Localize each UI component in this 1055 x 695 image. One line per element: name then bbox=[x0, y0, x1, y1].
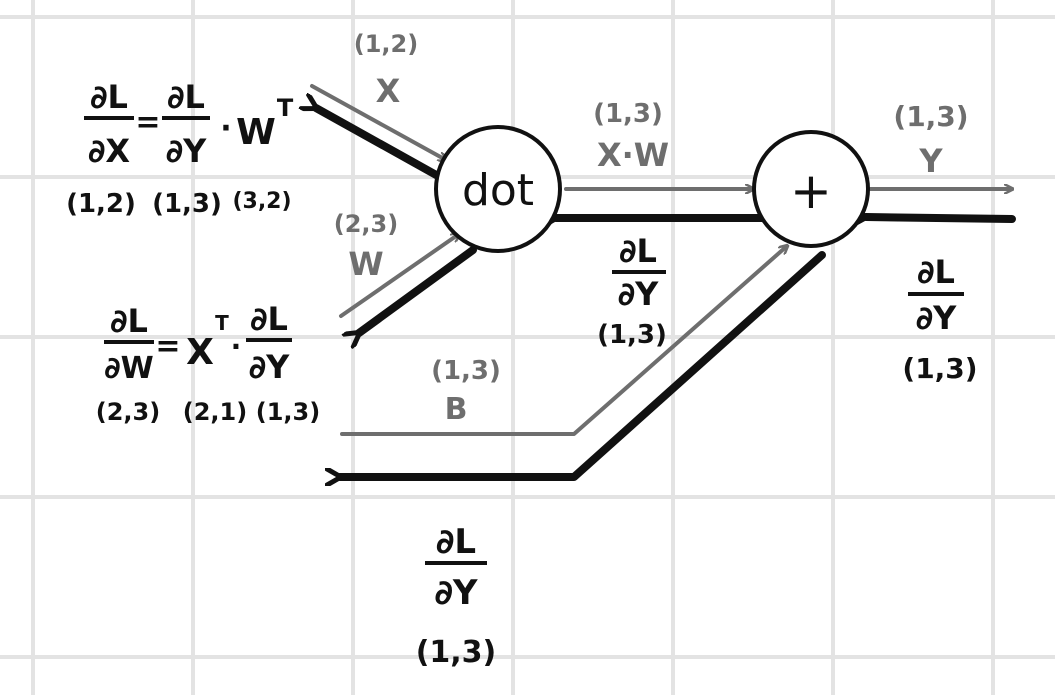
grad-dldy-mid: ∂L ∂Y (1,3) bbox=[597, 232, 667, 350]
backward-edges bbox=[316, 108, 1016, 477]
eq-dx-shape-2: (1,3) bbox=[152, 189, 222, 219]
eq-dw-shape-3: (1,3) bbox=[256, 398, 320, 426]
eq-dw-rhs-numerator: ∂L bbox=[250, 300, 288, 338]
grad-edge-into-add bbox=[866, 217, 1016, 219]
eq-dx-shape-1: (1,2) bbox=[66, 189, 136, 219]
grad-out-shape: (1,3) bbox=[902, 352, 977, 385]
eq-dx-equals: = bbox=[135, 105, 160, 140]
eq-dw-dot: · bbox=[231, 330, 242, 363]
grad-mid-numerator: ∂L bbox=[619, 232, 657, 270]
y-shape-label: (1,3) bbox=[893, 100, 968, 133]
grad-edge-to-b bbox=[340, 251, 826, 477]
dot-node-label: dot bbox=[462, 165, 534, 216]
forward-labels: (1,2) X (2,3) W (1,3) X·W (1,3) B (1,3) … bbox=[334, 30, 969, 427]
edge-x-to-dot bbox=[310, 84, 446, 160]
w-shape-label: (2,3) bbox=[334, 210, 398, 238]
grad-bias-numerator: ∂L bbox=[436, 522, 476, 562]
dot-node: dot bbox=[434, 125, 562, 253]
y-label: Y bbox=[918, 142, 943, 180]
eq-dw-lhs-numerator: ∂L bbox=[110, 302, 148, 340]
add-node-label: + bbox=[790, 162, 832, 220]
eq-dx-lhs-numerator: ∂L bbox=[90, 78, 128, 116]
x-shape-label: (1,2) bbox=[354, 30, 418, 58]
eq-dx-lhs-denominator: ∂X bbox=[88, 132, 130, 170]
eq-dw-lhs-denominator: ∂W bbox=[104, 351, 153, 386]
eq-dw-x-term: X bbox=[186, 332, 214, 373]
eq-dx-w-term: W bbox=[236, 112, 276, 153]
eq-dw-shape-2: (2,1) bbox=[183, 398, 247, 426]
grad-dldy-out: ∂L ∂Y (1,3) bbox=[902, 253, 977, 385]
equation-dldx: ∂L ∂X = ∂L ∂Y · W T (1,2) (1,3) (3,2) bbox=[66, 78, 294, 219]
grad-edge-to-w bbox=[359, 246, 477, 333]
edge-w-to-dot bbox=[339, 234, 459, 318]
grad-dldy-bias: ∂L ∂Y (1,3) bbox=[416, 522, 497, 670]
grad-out-numerator: ∂L bbox=[917, 253, 955, 291]
add-node: + bbox=[752, 130, 870, 248]
grad-bias-denominator: ∂Y bbox=[434, 573, 477, 613]
eq-dw-rhs-denominator: ∂Y bbox=[249, 348, 290, 386]
eq-dw-transpose: T bbox=[215, 311, 229, 335]
b-label: B bbox=[445, 392, 468, 427]
b-shape-label: (1,3) bbox=[431, 356, 501, 386]
grad-bias-shape: (1,3) bbox=[416, 635, 497, 670]
grad-mid-denominator: ∂Y bbox=[618, 275, 659, 313]
grad-mid-shape: (1,3) bbox=[597, 320, 667, 350]
grad-edge-to-x bbox=[316, 108, 442, 180]
edge-b-to-add bbox=[340, 246, 787, 436]
eq-dw-equals: = bbox=[155, 329, 180, 364]
eq-dx-transpose: T bbox=[277, 94, 294, 122]
x-label: X bbox=[376, 72, 401, 110]
xw-label: X·W bbox=[597, 136, 669, 174]
w-label: W bbox=[348, 245, 383, 283]
equation-dldw: ∂L ∂W = X T · ∂L ∂Y (2,3) (2,1) (1,3) bbox=[96, 300, 320, 426]
eq-dx-dot: · bbox=[220, 111, 231, 146]
eq-dx-shape-3: (3,2) bbox=[232, 189, 291, 214]
eq-dx-rhs-numerator: ∂L bbox=[167, 78, 205, 116]
eq-dw-shape-1: (2,3) bbox=[96, 398, 160, 426]
xw-shape-label: (1,3) bbox=[593, 99, 663, 129]
grad-out-denominator: ∂Y bbox=[916, 299, 957, 337]
forward-edges bbox=[310, 84, 1014, 436]
eq-dx-rhs-denominator: ∂Y bbox=[166, 132, 207, 170]
